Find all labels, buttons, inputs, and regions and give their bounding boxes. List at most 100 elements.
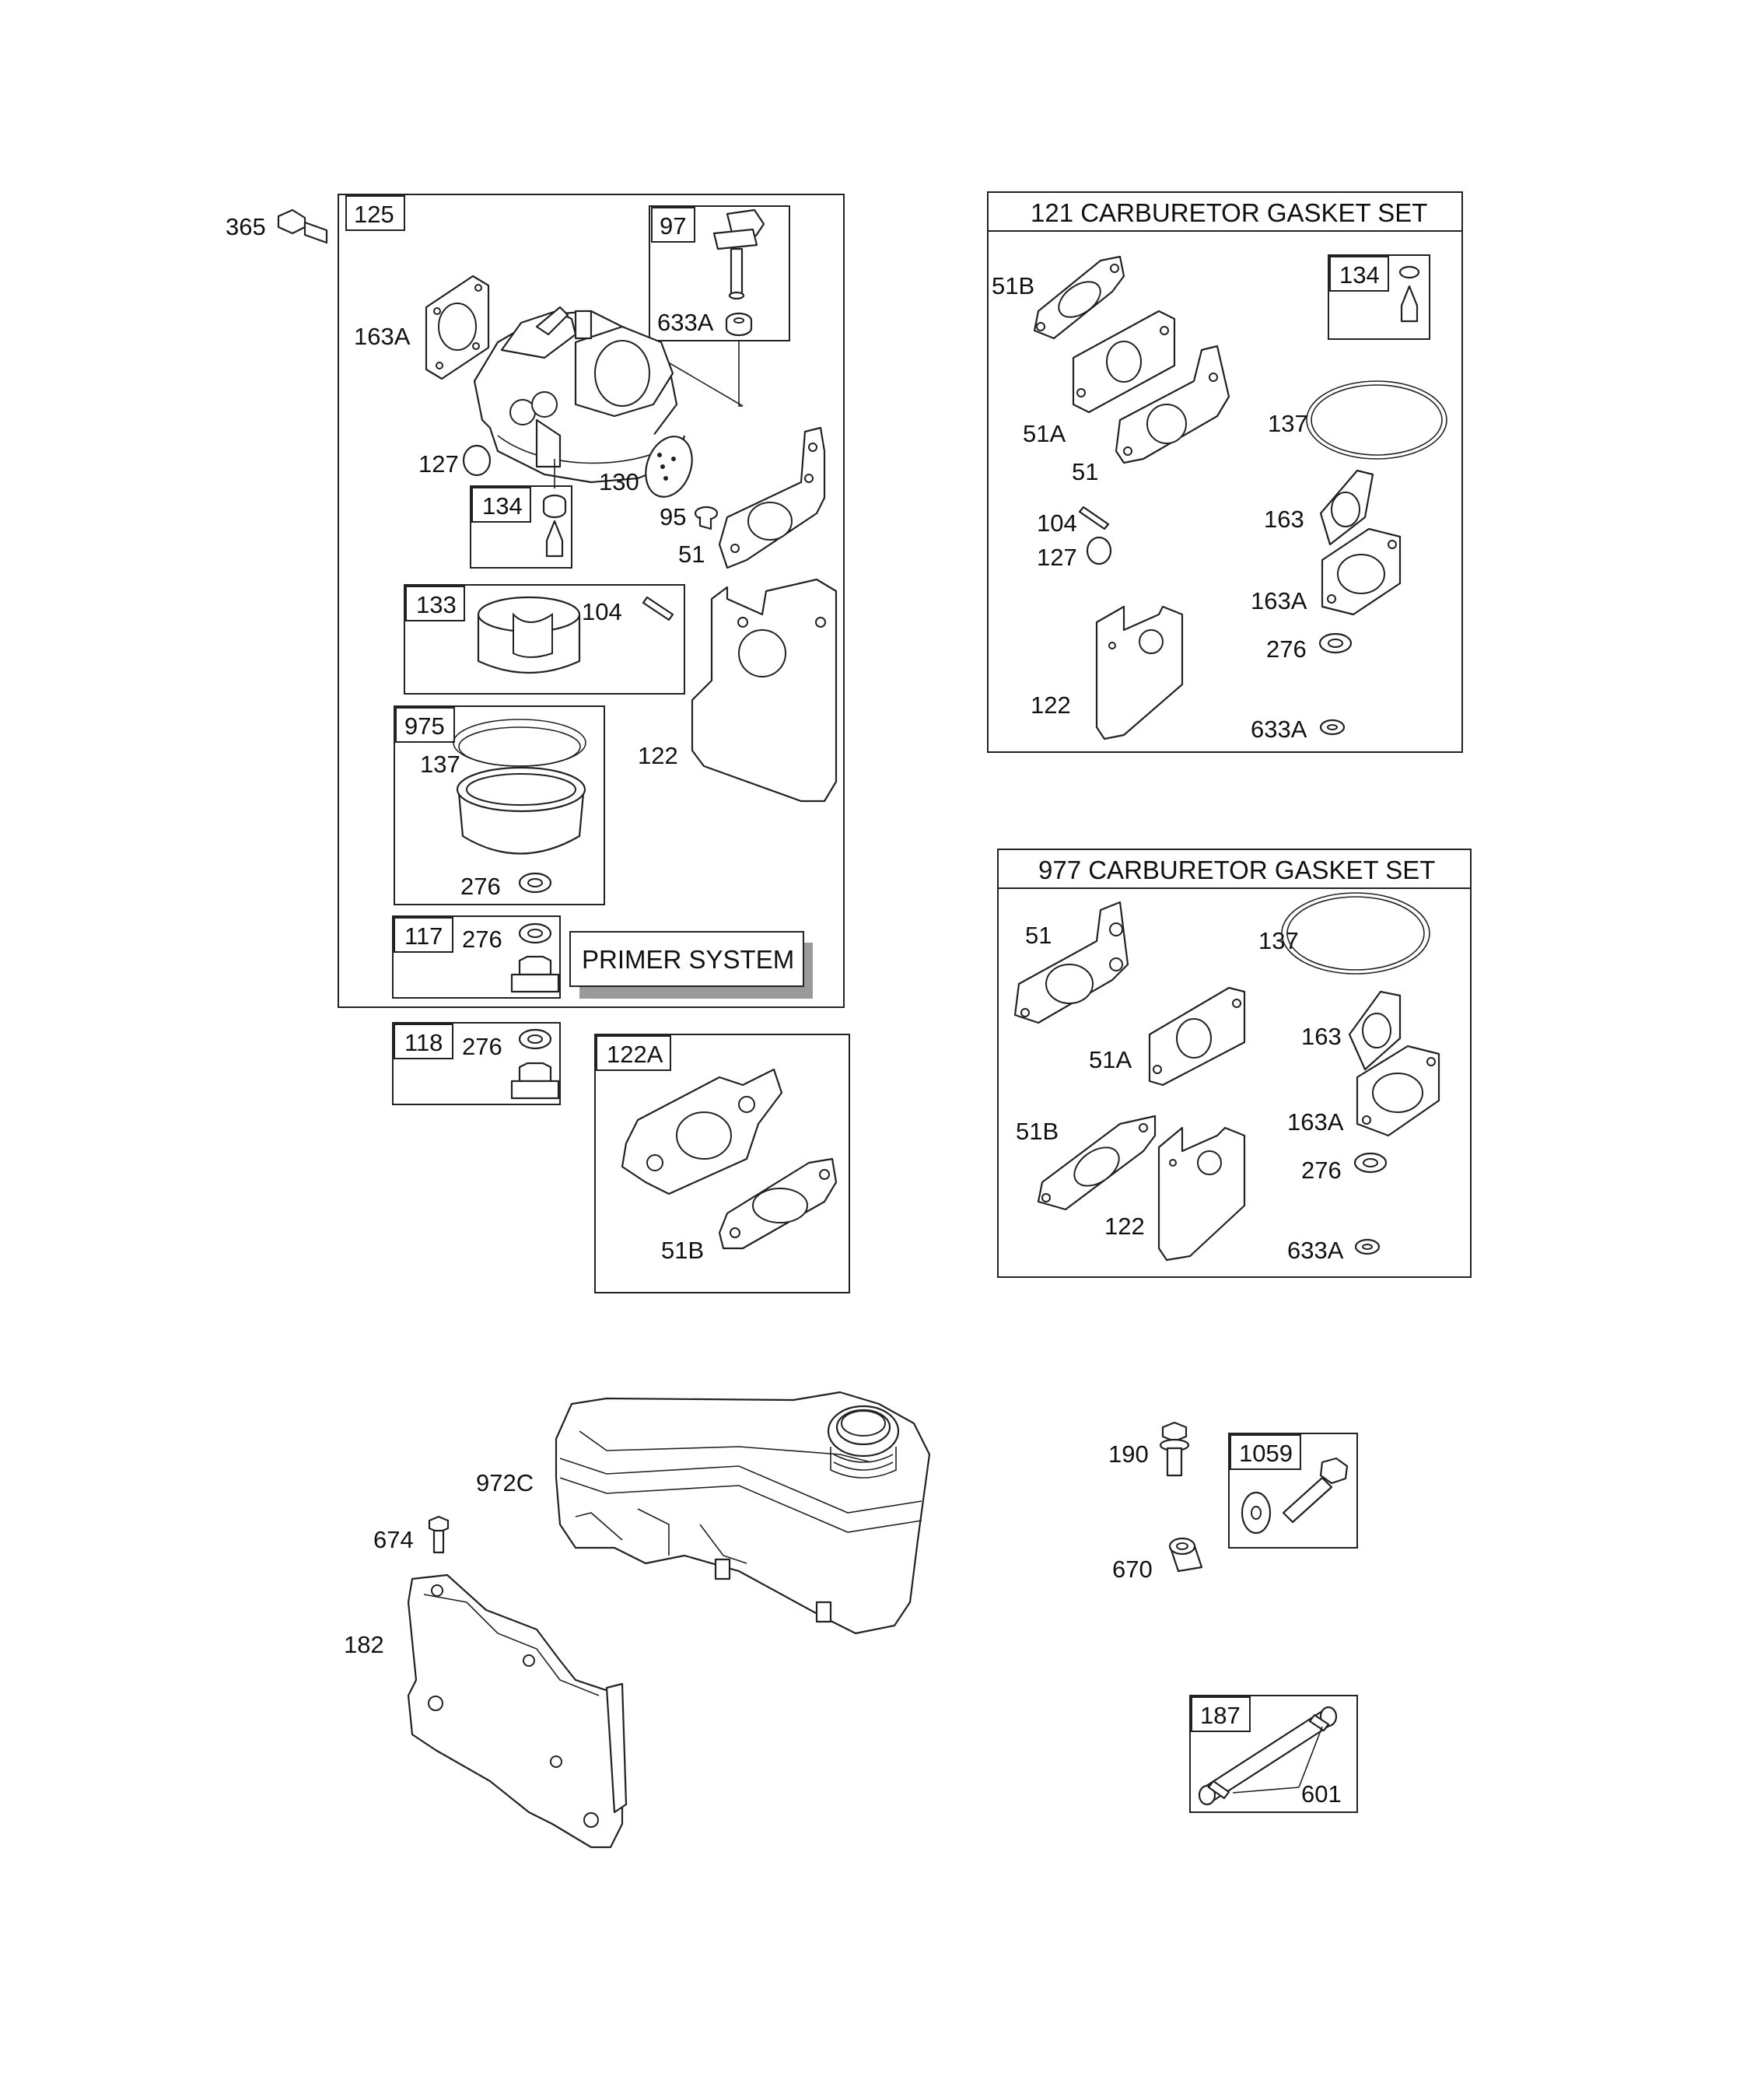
gasket-set-977-title: 977 CARBURETOR GASKET SET — [1038, 856, 1435, 884]
gasket-51 — [718, 426, 826, 569]
label-163a-s977: 163A — [1287, 1108, 1344, 1136]
box-975-tag: 975 — [404, 712, 445, 740]
gasket-set-121-section: 121 CARBURETOR GASKET SET 134 51B 51A 51 — [987, 191, 1463, 753]
fuel-line-hose-187 — [1198, 1706, 1338, 1806]
label-130: 130 — [599, 468, 639, 495]
plug-127-s121 — [1086, 536, 1112, 565]
fuel-tank-972c — [555, 1391, 931, 1635]
box-975-frame — [394, 705, 605, 905]
label-276-s121: 276 — [1266, 635, 1307, 663]
label-51b-122a: 51B — [661, 1237, 704, 1264]
label-51-s121: 51 — [1072, 458, 1098, 485]
label-104: 104 — [582, 598, 622, 625]
label-137-s121: 137 — [1268, 410, 1308, 437]
box-1059-frame — [1228, 1433, 1358, 1549]
label-633a-s977: 633A — [1287, 1237, 1344, 1264]
label-51b-s977: 51B — [1016, 1118, 1059, 1145]
label-276-118: 276 — [462, 1033, 502, 1060]
gasket-set-121-title: 121 CARBURETOR GASKET SET — [1031, 198, 1427, 227]
label-122-s977: 122 — [1104, 1213, 1145, 1240]
box-133-tag: 133 — [416, 591, 457, 618]
gasket-51a-s121 — [1072, 310, 1176, 414]
washer-276b — [518, 922, 552, 944]
label-51a-s977: 51A — [1089, 1046, 1132, 1073]
spacer-670 — [1168, 1537, 1203, 1573]
pin-104 — [642, 596, 674, 621]
box-118-section: 118 276 — [392, 1022, 561, 1105]
bolt-365 — [277, 208, 328, 244]
gasket-set-977-section: 977 CARBURETOR GASKET SET 51 51A 51B 122 — [997, 849, 1472, 1278]
fasteners-section: 190 1059 670 — [1108, 1421, 1358, 1583]
disc-130 — [645, 436, 693, 498]
bowl-nut-117 — [510, 955, 560, 993]
box-118-tag: 118 — [404, 1029, 443, 1056]
box-134-set121-tag: 134 — [1339, 261, 1380, 289]
box-125-frame — [338, 194, 845, 1008]
box-133-frame — [404, 584, 685, 695]
carburetor-body — [473, 306, 686, 484]
bolt-190 — [1159, 1421, 1190, 1477]
bowl-nut-118 — [510, 1062, 560, 1100]
label-163-s977: 163 — [1301, 1023, 1342, 1050]
gasket-51b-s977 — [1037, 1115, 1157, 1211]
washer-276-s977 — [1353, 1152, 1388, 1174]
gasket-51b-122a — [718, 1157, 838, 1250]
label-122-s121: 122 — [1031, 691, 1071, 719]
box-122a-frame — [594, 1034, 850, 1293]
screw-95 — [694, 506, 719, 530]
washer-633a — [725, 312, 753, 337]
o-ring-137-s121 — [1306, 380, 1447, 460]
washer-633a-s121 — [1319, 719, 1346, 736]
o-ring-137-s977 — [1281, 892, 1430, 975]
label-137-s977: 137 — [1258, 927, 1299, 954]
label-365: 365 — [226, 213, 266, 240]
gasket-51b-s121 — [1033, 255, 1125, 340]
box-97-frame — [649, 205, 790, 341]
washer-633a-s977 — [1354, 1238, 1381, 1255]
hose-clamp-601 — [1207, 1713, 1330, 1800]
inlet-needle-134-set121 — [1398, 265, 1420, 323]
gasket-set-121-frame — [987, 191, 1463, 753]
bracket-182 — [407, 1573, 628, 1849]
box-117-tag: 117 — [404, 922, 443, 950]
box-187-frame — [1189, 1695, 1358, 1813]
fuel-tank-section: 972C 674 182 — [344, 1391, 931, 1849]
label-51a-s121: 51A — [1023, 420, 1066, 447]
label-127: 127 — [418, 450, 459, 478]
label-276a: 276 — [460, 873, 501, 900]
box-122a-tag: 122A — [607, 1041, 663, 1068]
plug-127 — [462, 444, 492, 477]
box-134-set121-frame — [1328, 254, 1430, 340]
box-118-frame — [392, 1022, 561, 1105]
label-633a-s121: 633A — [1251, 716, 1307, 743]
label-674: 674 — [373, 1526, 414, 1553]
label-670: 670 — [1112, 1556, 1153, 1583]
gasket-plate-122 — [691, 578, 838, 803]
label-51-s977: 51 — [1025, 922, 1052, 949]
box-97-tag: 97 — [660, 212, 686, 240]
label-95: 95 — [660, 503, 686, 530]
float-bowl-975 — [453, 719, 586, 855]
float-needle-valve-97 — [712, 208, 765, 300]
gasket-163-s977 — [1348, 990, 1402, 1071]
label-276-s977: 276 — [1301, 1157, 1342, 1184]
gasket-163a-s977 — [1356, 1045, 1440, 1137]
label-163a: 163A — [354, 323, 411, 350]
box-134-frame — [470, 485, 572, 569]
gasket-163a-s121 — [1321, 527, 1402, 616]
fuel-line-section: 187 601 — [1189, 1695, 1358, 1813]
gasket-163-s121 — [1319, 469, 1374, 546]
washer-276a — [518, 872, 552, 894]
label-972c: 972C — [476, 1469, 534, 1496]
gasket-plate-122-s121 — [1095, 605, 1184, 740]
inlet-needle-134 — [542, 494, 567, 558]
label-633a: 633A — [657, 309, 714, 336]
label-127-s121: 127 — [1037, 544, 1077, 571]
gasket-163a — [425, 275, 490, 380]
label-163-s121: 163 — [1264, 506, 1304, 533]
label-137: 137 — [420, 751, 460, 778]
label-51: 51 — [678, 541, 705, 568]
primer-system-label: PRIMER SYSTEM — [582, 945, 794, 974]
label-190: 190 — [1108, 1440, 1149, 1468]
